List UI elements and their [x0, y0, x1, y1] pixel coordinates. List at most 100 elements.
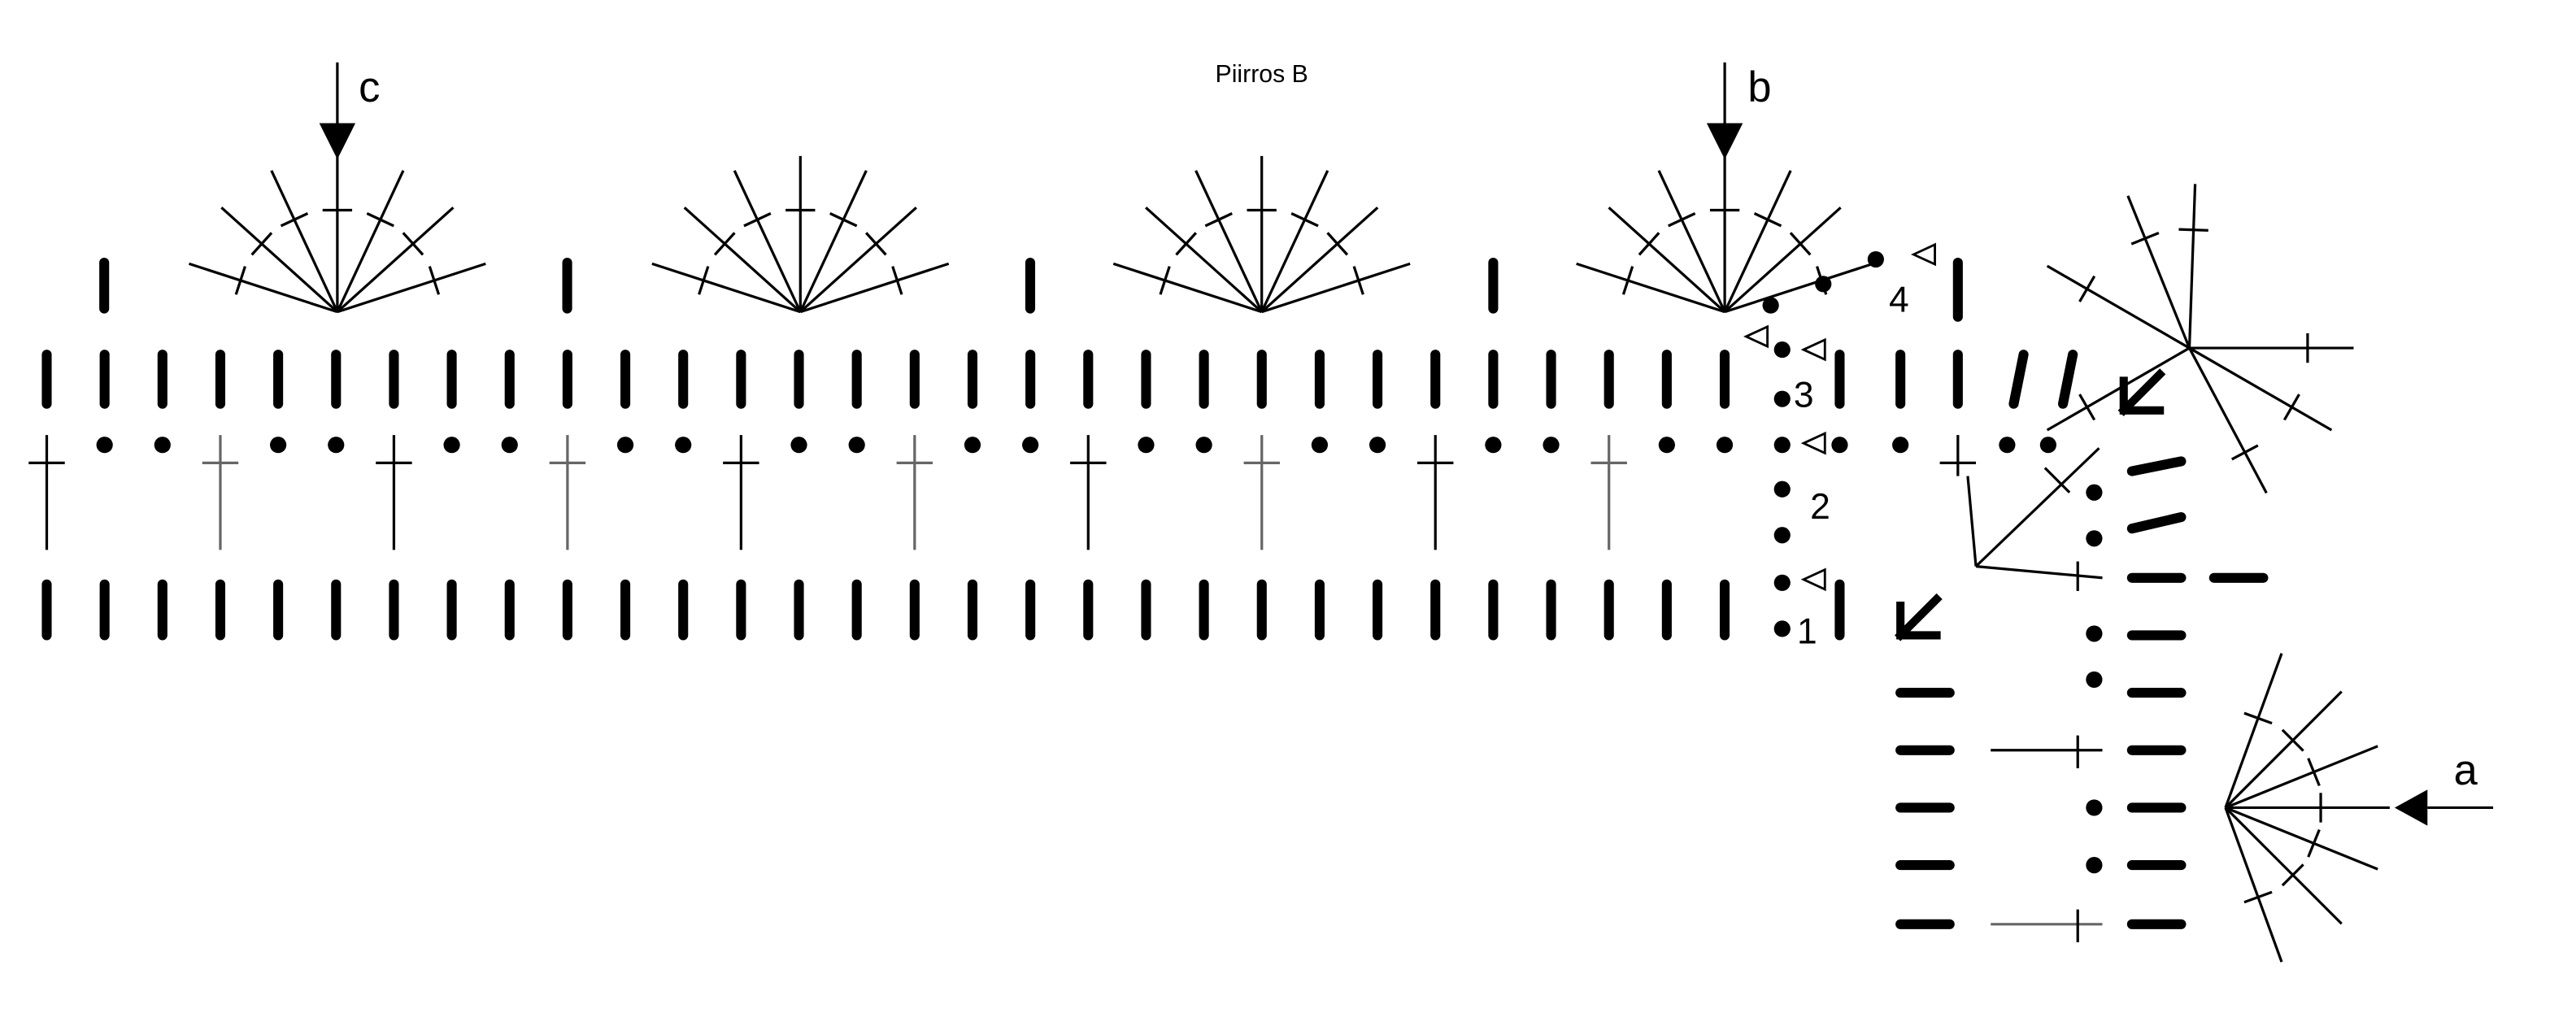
- chain-stitch-dot: [1543, 437, 1560, 454]
- fan-spoke: [2188, 347, 2268, 494]
- chain-stitch-dot: [616, 437, 634, 454]
- fan-spoke: [1576, 262, 1725, 314]
- chain-stitch-dot: [1999, 437, 2016, 454]
- chain-stitch-dot: [1022, 437, 1039, 454]
- fan-tick: [1175, 232, 1198, 256]
- fan-spoke: [1112, 262, 1263, 314]
- fan-tick: [280, 212, 309, 228]
- fan-spoke: [2224, 690, 2343, 809]
- chain-stitch-dot: [1138, 437, 1155, 454]
- fan-spoke: [188, 262, 338, 314]
- arrow-c-head-icon: [319, 123, 356, 159]
- row-number-1: 1: [1797, 612, 1817, 652]
- fan-tick: [1204, 212, 1233, 228]
- fan-tick: [864, 232, 887, 256]
- fan-spoke: [270, 170, 339, 313]
- fan-spoke: [2188, 346, 2333, 432]
- fan-tick: [1753, 212, 1782, 228]
- fan-tick: [1638, 232, 1660, 256]
- chain-stitch-dot: [1762, 297, 1779, 314]
- fan-tick: [2281, 863, 2304, 887]
- row-number-4: 4: [1889, 280, 1909, 320]
- chain-stitch-dot: [1311, 437, 1329, 454]
- fan-tick: [1789, 232, 1812, 256]
- fan-spoke: [1260, 170, 1329, 313]
- fan-spoke: [799, 262, 950, 314]
- chain-stitch-dot: [675, 437, 692, 454]
- fan-tick: [2307, 758, 2321, 787]
- arrow-b-head-icon: [1706, 123, 1743, 159]
- chain-stitch-dot: [790, 437, 807, 454]
- corner-arrow-icon: [2117, 368, 2166, 416]
- chain-stitch-dot: [848, 437, 865, 454]
- fan-spoke: [651, 262, 801, 314]
- chain-stitch-dot: [2086, 530, 2103, 547]
- fan-tick: [2230, 444, 2259, 461]
- fan-tick: [891, 266, 903, 295]
- chain-stitch-dot: [270, 437, 287, 454]
- chain-stitch-dot: [1773, 480, 1791, 498]
- fan-spoke: [2046, 264, 2191, 350]
- corner-stitch: [1974, 447, 2100, 567]
- chain-stitch-dot: [2086, 625, 2103, 642]
- chain-stitch-dot: [2086, 857, 2103, 874]
- chain-stitch-dot: [1658, 437, 1675, 454]
- fan-spoke: [2224, 653, 2283, 808]
- fan-spoke: [1608, 207, 1726, 313]
- chain-stitch-dot: [1773, 620, 1791, 637]
- chain-stitch-dot: [443, 437, 460, 454]
- chain-stitch-dot: [154, 437, 171, 454]
- fan-spoke: [2046, 346, 2191, 432]
- fan-spoke: [220, 207, 338, 313]
- chain-stitch-dot: [96, 437, 113, 454]
- chain-stitch-dot: [1773, 574, 1791, 591]
- arrow-a-head-icon: [2394, 789, 2428, 826]
- fan-spoke: [1724, 207, 1842, 313]
- fan-tick: [1352, 266, 1364, 295]
- slip-marker-triangle-icon: [1800, 337, 1826, 362]
- chain-stitch-dot: [1892, 437, 1909, 454]
- chain-stitch-dot: [1831, 437, 1848, 454]
- fan-tick: [402, 232, 424, 256]
- fan-spoke: [1261, 262, 1411, 314]
- fan-tick: [2307, 828, 2321, 858]
- fan-spoke: [336, 170, 405, 313]
- fan-spoke: [733, 170, 802, 313]
- chain-stitch-dot: [328, 437, 345, 454]
- fan-tick: [1621, 266, 1634, 295]
- fan-tick: [250, 232, 273, 256]
- fan-spoke: [2225, 745, 2378, 809]
- fan-spoke: [1723, 170, 1792, 313]
- corner-arrow-icon: [1895, 593, 1943, 641]
- slanted-treble-bar: [2008, 350, 2029, 409]
- fan-tick: [743, 212, 772, 228]
- chain-stitch-dot: [1815, 276, 1832, 293]
- fan-tick: [2243, 890, 2273, 904]
- chain-stitch-dot: [1773, 390, 1791, 407]
- arrow-label-a: a: [2454, 746, 2478, 794]
- fan-tick: [713, 232, 736, 256]
- fan-spoke: [2126, 195, 2191, 349]
- fan-tick: [829, 212, 858, 228]
- fan-spoke: [1657, 170, 1726, 313]
- fan-tick: [2078, 393, 2096, 421]
- fan-tick: [366, 212, 394, 228]
- chain-stitch-dot: [1716, 437, 1734, 454]
- dash-stitch: [2126, 511, 2187, 534]
- fan-tick: [1290, 212, 1319, 228]
- fan-spoke: [2224, 806, 2343, 925]
- fan-spoke: [2224, 806, 2283, 963]
- fan-tick: [2078, 275, 2096, 302]
- corner-stitch: [1975, 565, 2103, 580]
- corner-tick: [2043, 467, 2071, 493]
- chain-stitch-dot: [2086, 671, 2103, 689]
- fan-spoke: [1145, 207, 1263, 313]
- slanted-treble-bar: [2058, 350, 2078, 409]
- chain-stitch-dot: [964, 437, 981, 454]
- chain-stitch-dot: [1867, 250, 1884, 268]
- chain-stitch-dot: [2086, 799, 2103, 816]
- fan-spoke: [799, 207, 917, 313]
- arrow-label-b: b: [1747, 63, 1771, 111]
- chart-title: Piirros B: [1216, 61, 1308, 88]
